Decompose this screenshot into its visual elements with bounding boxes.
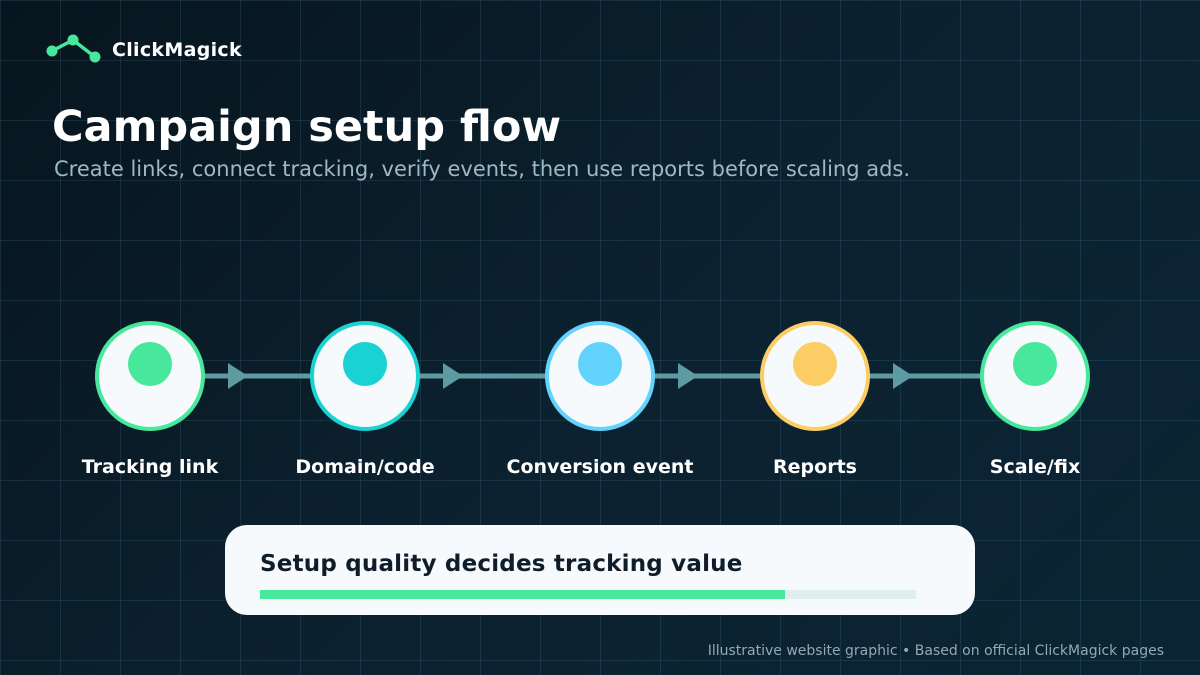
page-subtitle: Create links, connect tracking, verify e…: [54, 157, 911, 181]
page-title: Campaign setup flow: [52, 102, 562, 152]
flow-arrow-icon: [678, 363, 698, 389]
callout-text: Setup quality decides tracking value: [260, 551, 743, 577]
flow-arrow-icon: [228, 363, 248, 389]
flow-step-dot-icon: [343, 342, 387, 386]
flow-step-label: Reports: [773, 456, 857, 478]
brand-name: ClickMagick: [112, 39, 242, 61]
flow-step-dot-icon: [1013, 342, 1057, 386]
quality-progress-bar: [260, 590, 916, 599]
flow-arrow-icon: [893, 363, 913, 389]
flow-connectors: [203, 363, 982, 389]
flow-arrow-icon: [443, 363, 463, 389]
footer-note: Illustrative website graphic • Based on …: [707, 643, 1164, 659]
flow-step-dot-icon: [578, 342, 622, 386]
flow-step-label: Tracking link: [81, 456, 219, 478]
quality-progress-fill: [260, 590, 785, 599]
flow-step-label: Scale/fix: [989, 456, 1081, 478]
setup-flow-diagram: [95, 321, 1090, 431]
brand: ClickMagick: [44, 34, 242, 66]
quality-callout-card: Setup quality decides tracking value: [225, 525, 975, 615]
flow-nodes: [95, 321, 1090, 431]
flow-step-dot-icon: [128, 342, 172, 386]
flow-step-label: Conversion event: [506, 456, 694, 478]
flow-step-dot-icon: [793, 342, 837, 386]
flow-step-label: Domain/code: [295, 456, 435, 478]
connected-nodes-logo-icon: [46, 34, 101, 63]
